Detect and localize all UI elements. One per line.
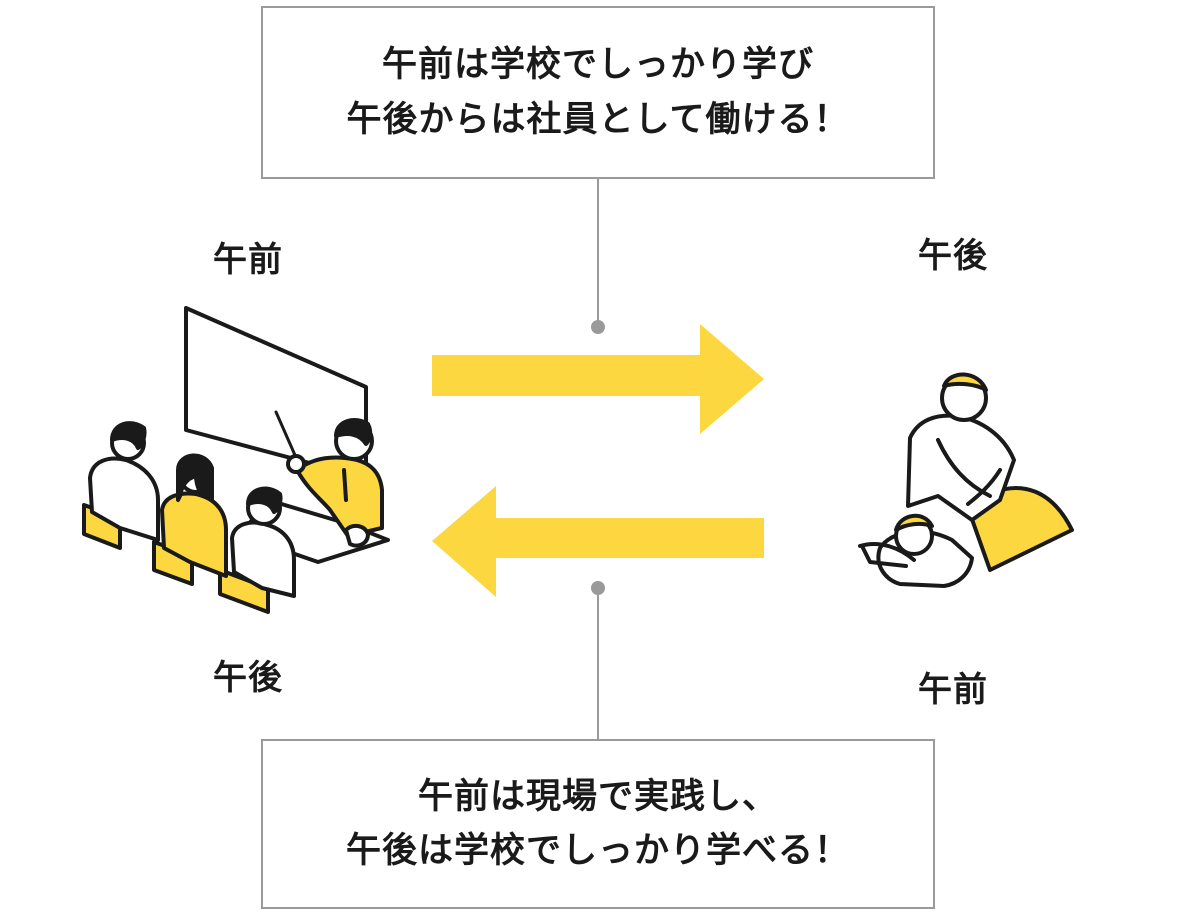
school-bottom-label: 午後 — [213, 658, 283, 698]
top-callout-line-1: 午前は学校でしっかり学び — [381, 45, 814, 86]
top-callout-box: 午前は学校でしっかり学び 午後からは社員として働ける！ — [261, 6, 935, 179]
bottom-connector — [591, 581, 605, 739]
arrow-right-icon — [432, 324, 764, 434]
work-bottom-label: 午前 — [918, 670, 988, 710]
top-connector — [591, 179, 605, 334]
school-top-label: 午前 — [213, 240, 283, 280]
bottom-callout-line-2: 午後は学校でしっかり学べる！ — [345, 831, 850, 871]
arrow-left-icon — [432, 486, 764, 597]
work-top-label: 午後 — [918, 236, 988, 276]
massage-therapist-illustration — [858, 372, 1074, 588]
classroom-illustration — [82, 306, 390, 614]
bottom-callout-box: 午前は現場で実践し、 午後は学校でしっかり学べる！ — [261, 739, 935, 909]
top-callout-line-2: 午後からは社員として働ける！ — [346, 99, 850, 140]
bottom-callout-line-1: 午前は現場で実践し、 — [417, 776, 778, 817]
